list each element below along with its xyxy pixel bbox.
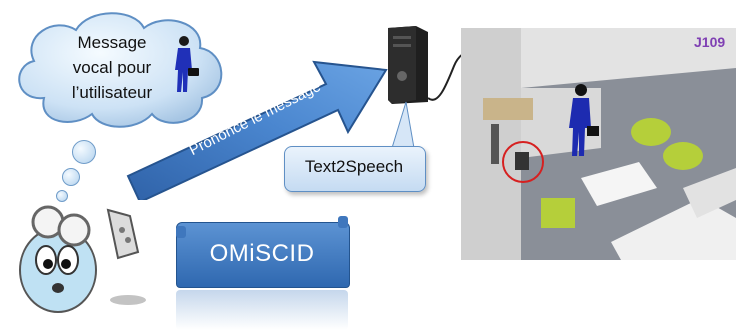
pronounce-arrow — [126, 60, 388, 200]
omiscid-label: OMiSCID — [209, 240, 315, 267]
computer-tower-icon — [388, 26, 428, 104]
cloud-line-2: vocal pour — [72, 58, 152, 77]
room-label: J109 — [694, 34, 726, 50]
thought-bubble-large — [72, 140, 96, 164]
cartoon-user-icon — [19, 205, 146, 313]
cloud-line-1: Message — [77, 33, 147, 52]
cloud-message: Message vocal pour l’utilisateur — [52, 30, 172, 105]
banner-scroll-end — [338, 216, 348, 228]
thought-bubble-medium — [62, 168, 80, 186]
businessman-icon — [175, 36, 199, 92]
omiscid-banner — [176, 222, 350, 288]
text2speech-label: Text2Speech — [304, 157, 404, 176]
cloud-line-3: l’utilisateur — [71, 83, 153, 102]
room-scene — [461, 28, 736, 260]
thought-cloud — [18, 12, 223, 128]
text2speech-callout — [284, 146, 426, 192]
banner-reflection — [176, 290, 348, 330]
thought-bubble-small — [56, 190, 68, 202]
callout-pointer — [391, 101, 415, 149]
room-photo — [461, 28, 736, 260]
banner-scroll-start — [176, 226, 186, 238]
